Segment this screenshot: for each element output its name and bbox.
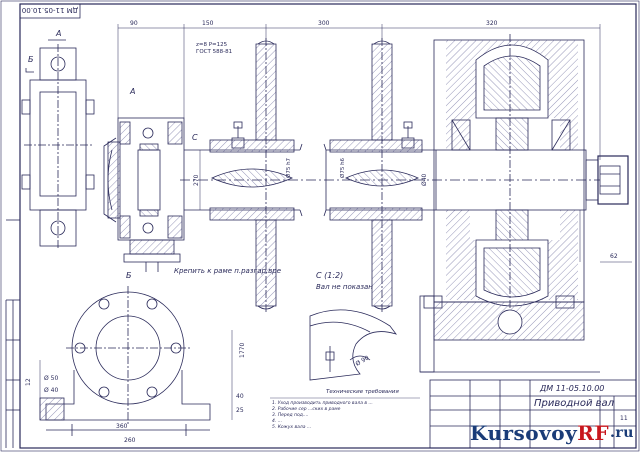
dim-62: 62 [610,253,618,260]
shaft-left [184,139,303,221]
view-b-label-top: Б [28,55,34,64]
view-b-housing [39,286,211,436]
tech-req-title: Технические требования [326,389,399,395]
dim-90: 90 [130,20,138,27]
dim-270: 270 [193,174,200,186]
dim-d75h6: Ø75 h6 [339,157,346,178]
code-box-text: ДМ 11-05.10.00 [22,6,78,14]
gearbox-section [419,34,629,373]
dim-d50: Ø 50 [44,375,58,382]
dim-320: 320 [486,20,498,27]
brand-part-1: Kursovoy [470,421,578,445]
tech-req-item-5: 5. Кожух вала ... [272,424,311,430]
brand-part-2: RF [577,421,610,445]
dim-300: 300 [318,20,330,27]
view-c-detail [309,309,398,381]
view-c-note: Вал не показан [316,283,373,291]
left-sprocket [231,38,277,314]
title-block [429,379,637,449]
dim-260: 260 [124,437,136,444]
dim-d40b: Ø 40 [44,387,58,394]
view-b-label-bottom: Б [126,271,132,280]
stamp-code: ДМ 11-05.10.00 [539,384,604,393]
dim-d40: Ø40 [421,173,428,186]
view-a-label: А [55,29,61,38]
view-a-arrow-label: А [129,87,135,96]
mount-note: Крепить к раме п.разгар.вре [174,267,281,275]
chain-note-2: ГОСТ 588-81 [196,49,232,55]
inner-frame [19,3,637,449]
shaft-right [180,139,600,221]
view-c-arrow-label: С [192,133,198,142]
left-bearing-section [103,117,185,272]
view-a-housing [21,39,95,250]
dim-12: 12 [25,378,32,386]
dim-360: 360 [116,423,128,430]
dimension-lines [39,24,632,420]
dim-40: 40 [236,393,244,400]
tech-req-item-3: 3. Перед под.... [272,412,309,418]
code-box [19,3,81,19]
dim-25: 25 [236,407,244,414]
view-c-scale-label: С (1:2) [316,271,343,280]
chain-note-1: z=8 P=125 [196,42,228,48]
stamp-name: Приводной вал [534,398,615,409]
dim-1770: 1770 [239,343,246,358]
tech-req-item-2: 2. Рабочие сер ...ских в раме [272,406,341,412]
dim-d75h7: Ø75 h7 [285,157,292,178]
brand-part-3: .ru [610,425,634,441]
right-sprocket [371,38,415,314]
stamp-sheet-no: 11 [620,415,628,422]
tech-req-item-1: 1. Уход производить приводного вала в ..… [272,400,373,406]
dim-150: 150 [202,20,214,27]
tech-req-item-4: 4. ... [272,418,282,424]
